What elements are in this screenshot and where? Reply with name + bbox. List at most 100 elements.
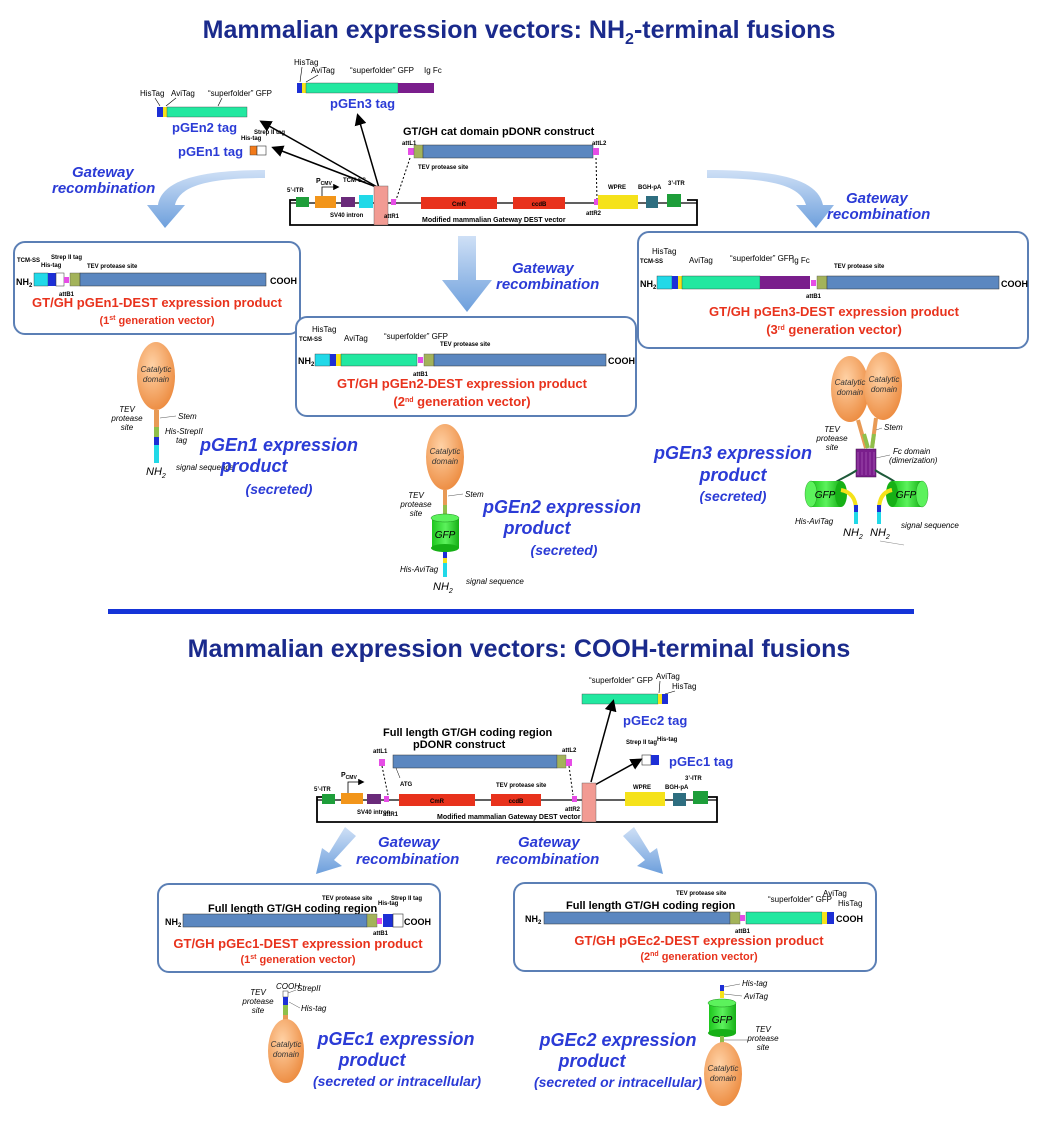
pgec1-tag-label: pGEc1 tag — [669, 754, 733, 769]
p1-cooh: COOH — [270, 276, 297, 286]
p3-gen: (3rd generation vector) — [766, 322, 902, 337]
pgen3-gfp-seg — [305, 82, 399, 94]
p2-tev: TEV protease site — [440, 342, 491, 348]
top-itr5-label: 5’-ITR — [287, 188, 304, 194]
pgen3-gfp-label: “superfolder” GFP — [350, 66, 414, 75]
c1-cooh: COOH — [404, 917, 431, 927]
p1-nh2-label: NH2 — [146, 466, 166, 480]
c1-strep: Strep II tag — [391, 896, 422, 902]
p2-gfp-label: GFP — [435, 530, 456, 541]
top-dest-label: Modified mammalian Gateway DEST vector — [422, 217, 566, 224]
c2c-gfp-label: GFP — [712, 1015, 733, 1026]
pgec1-product-box: TEV protease site Strep II tag His-tag F… — [157, 883, 441, 973]
c2-histag: HisTag — [838, 899, 862, 908]
c2-coding: Full length GT/GH coding region — [566, 900, 736, 912]
p3-fc-label: Fc domain(dimerization) — [889, 447, 938, 465]
c1-his: His-tag — [378, 901, 399, 907]
pgen3-avitag-label: AviTag — [311, 66, 335, 75]
pgen2-gfp-seg — [166, 106, 248, 118]
pgen1-his-label: His-tag — [241, 136, 262, 142]
pgen3-igfc-label: Ig Fc — [424, 66, 442, 75]
bottom-attl1: attL1 — [373, 749, 388, 755]
c1-attb1: attB1 — [373, 931, 389, 937]
p3-tcmss: TCM-SS — [640, 259, 663, 265]
c1c-cooh-label: COOH — [276, 982, 300, 991]
top-pdonr-tev: TEV protease site — [418, 165, 469, 171]
pgen3-igfc-seg — [398, 83, 434, 93]
bottom-pcmv-label: PCMV — [341, 772, 357, 781]
p3-stem-label: Stem — [884, 423, 903, 432]
p3-nh2-label-1: NH2 — [843, 527, 863, 541]
p2-nh2-label: NH2 — [433, 581, 453, 595]
p3-nh2: NH2 — [640, 279, 657, 291]
top-gateway-arrow-right — [707, 170, 834, 228]
pgen3-tag: HisTag AviTag “superfolder” GFP Ig Fc pG… — [294, 58, 442, 111]
bottom-sv40-label: SV40 intron — [357, 810, 391, 816]
p1-catalytic-domain — [137, 342, 175, 410]
top-pdonr-title: GT/GH cat domain pDONR construct — [403, 126, 595, 138]
c1c-his-label: His-tag — [301, 1004, 327, 1013]
pgec1-his-label: His-tag — [657, 737, 678, 743]
bottom-itr3-label: 3’-ITR — [685, 776, 702, 782]
p3-avitag: AviTag — [689, 256, 713, 265]
bottom-cmr-label: CmR — [430, 799, 445, 805]
p1-title: GT/GH pGEn1-DEST expression product — [32, 295, 283, 310]
p2-title: GT/GH pGEn2-DEST expression product — [337, 376, 588, 391]
c1-nh2: NH2 — [165, 917, 182, 929]
p1-tcmss: TCM-SS — [17, 258, 40, 264]
p3-gfp-label-2: GFP — [896, 490, 917, 501]
p2-gfp: “superfolder” GFP — [384, 332, 448, 341]
top-attl1: attL1 — [402, 141, 417, 147]
p1-tev: TEV protease site — [87, 264, 138, 270]
p3-signal-label: signal sequence — [901, 521, 959, 530]
c1-coding: Full length GT/GH coding region — [208, 903, 378, 915]
top-pdonr: GT/GH cat domain pDONR construct attL1 a… — [395, 126, 607, 201]
c2-tev: TEV protease site — [676, 891, 727, 897]
c2-gen: (2nd generation vector) — [640, 951, 758, 963]
bottom-dest-vector: 5’-ITR PCMV SV40 intron attR1 CmR ccdB a… — [314, 772, 718, 823]
p3-gfp: “superfolder” GFP — [730, 254, 794, 263]
pgen2-tag-label: pGEn2 tag — [172, 120, 237, 135]
c2-title: GT/GH pGEc2-DEST expression product — [574, 933, 824, 948]
c1-title: GT/GH pGEc1-DEST expression product — [173, 936, 423, 951]
pgec2-product-box: TEV protease site “superfolder” GFP AviT… — [513, 882, 877, 972]
pgen1-strep-label: Strep II tag — [254, 130, 285, 136]
p2-nh2: NH2 — [298, 356, 315, 368]
bottom-attl2: attL2 — [562, 748, 577, 754]
top-itr3-label: 3’-ITR — [668, 181, 685, 187]
bottom-dest-label: Modified mammalian Gateway DEST vector — [437, 814, 581, 821]
p1-gen: (1st generation vector) — [99, 315, 214, 327]
p2-gen: (2nd generation vector) — [393, 394, 530, 409]
section-divider — [108, 609, 914, 614]
p3-secreted-label: (secreted) — [700, 488, 767, 504]
bottom-gateway-arrow-left — [316, 827, 356, 874]
top-tcmss-label: TCM-SS — [343, 178, 366, 184]
p3-title: GT/GH pGEn3-DEST expression product — [709, 304, 960, 319]
top-cmr-label: CmR — [452, 202, 467, 208]
c2-nh2: NH2 — [525, 914, 542, 926]
bottom-itr5-label: 5’-ITR — [314, 787, 331, 793]
p1-signal-label: signal sequence — [176, 463, 234, 472]
p2-his-label: His-AviTag — [400, 565, 439, 574]
pgen1-tag: Strep II tag His-tag pGEn1 tag — [178, 130, 285, 159]
pgec2-histag-label: HisTag — [672, 682, 696, 691]
pgen2-tag: HisTag AviTag “superfolder” GFP pGEn2 ta… — [140, 89, 272, 135]
p2-avitag: AviTag — [344, 334, 368, 343]
c1-tev: TEV protease site — [322, 896, 373, 902]
pgen2-gfp-label: “superfolder” GFP — [208, 89, 272, 98]
p1-nh2: NH2 — [16, 277, 33, 289]
pgen3-tag-label: pGEn3 tag — [330, 96, 395, 111]
